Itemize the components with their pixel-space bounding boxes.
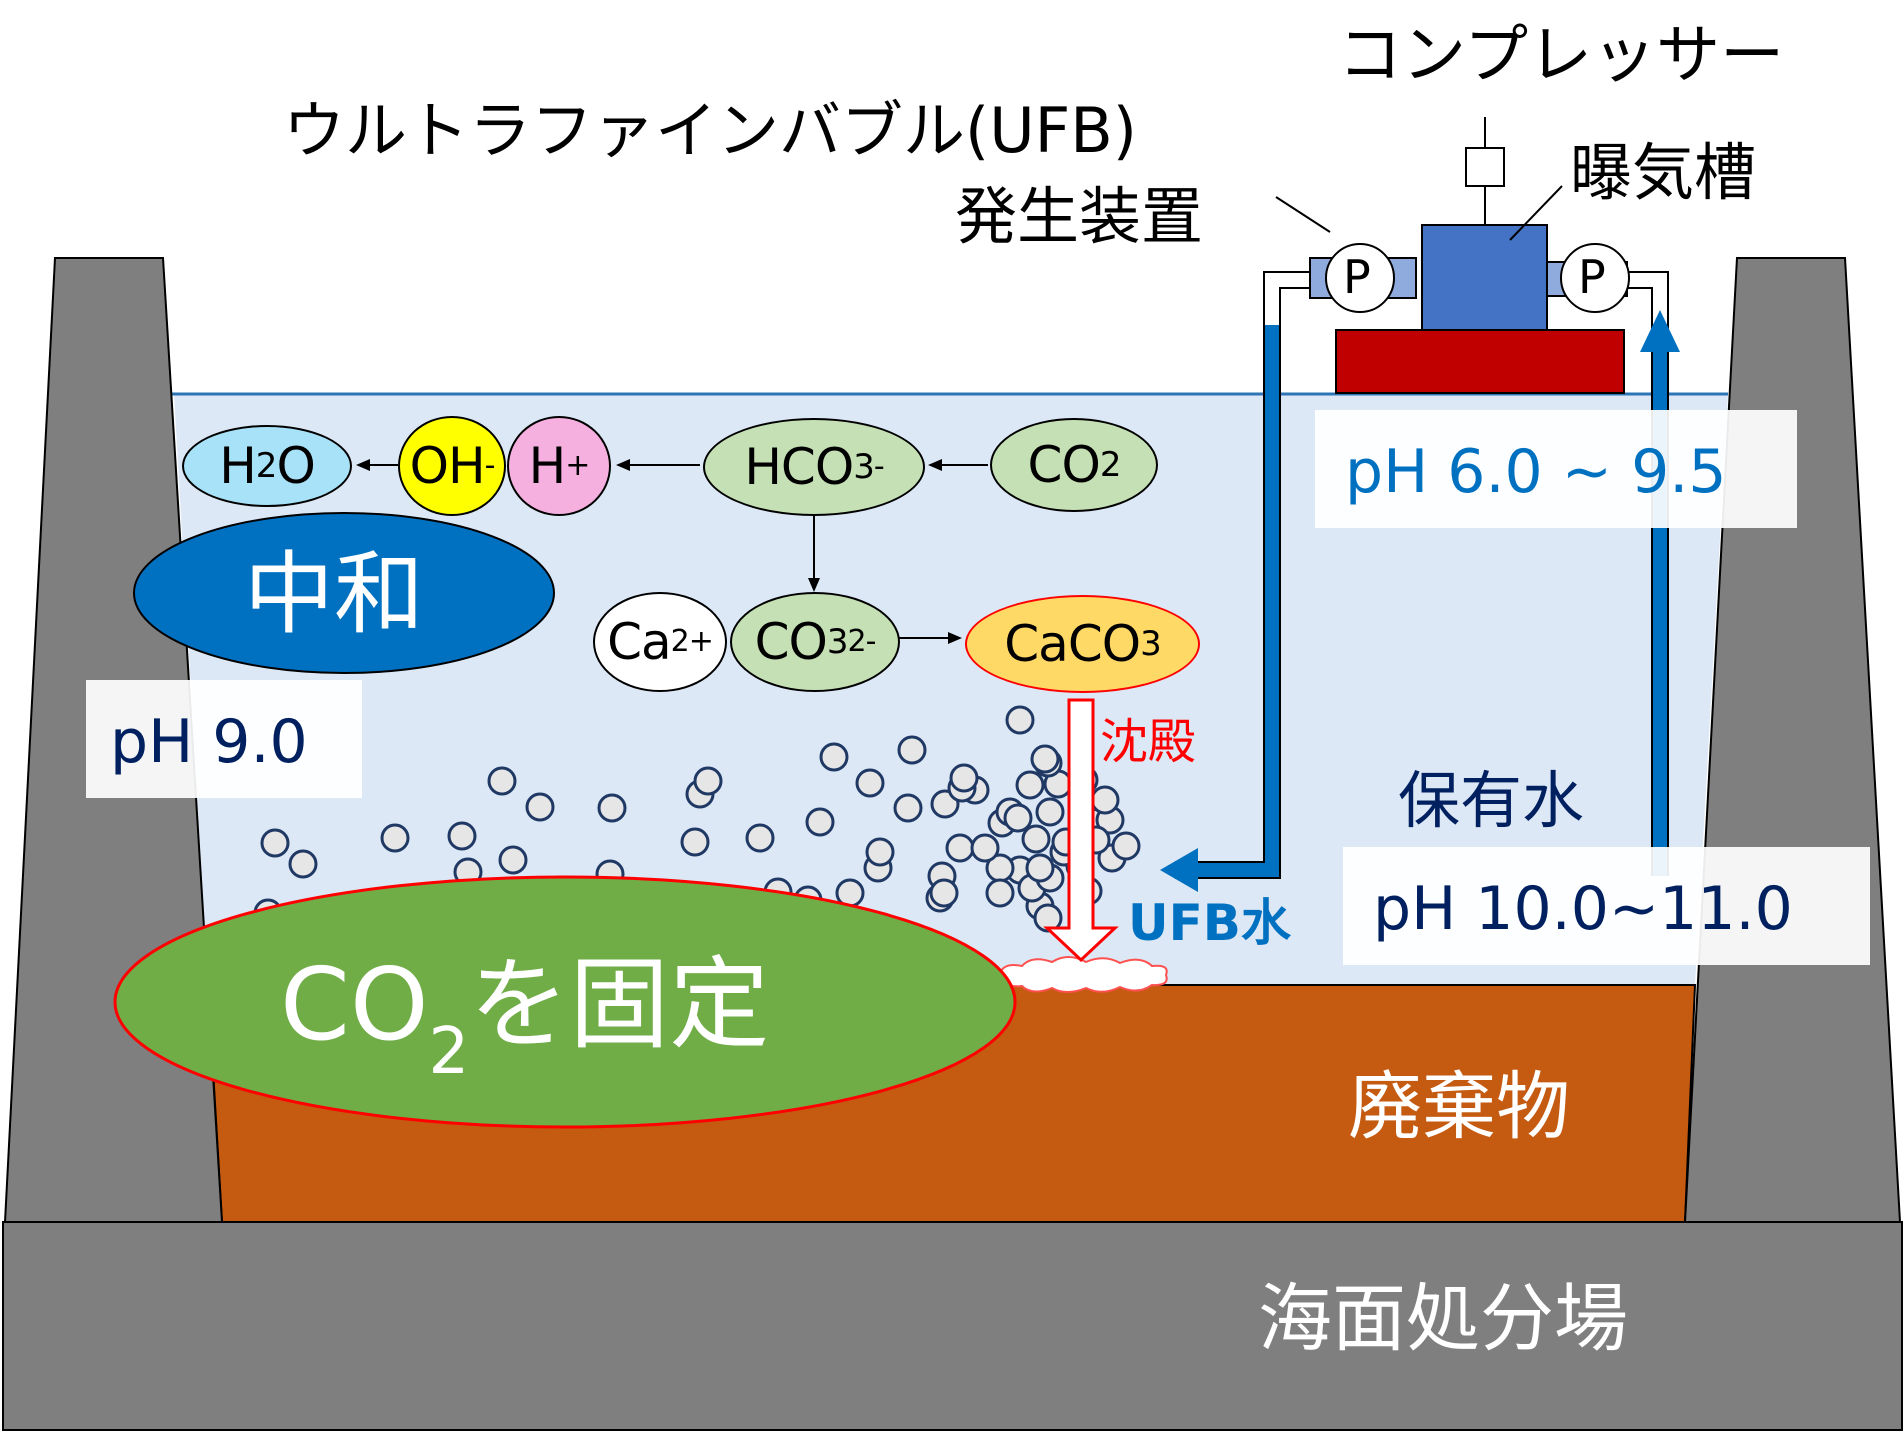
disposal-site-label: 海面処分場	[1258, 1276, 1628, 1362]
ufb-outlet-pipe-top	[1265, 273, 1312, 325]
co2-fixation-label: CO2を固定	[280, 955, 769, 1085]
precipitation-arrow	[1043, 698, 1119, 963]
ufb-bubble	[1090, 785, 1120, 815]
water-body	[174, 394, 1728, 985]
compressor-box	[1465, 147, 1505, 187]
ufb-bubble	[380, 823, 410, 853]
ufb-bubble	[288, 849, 318, 879]
pump-left-label: P	[1343, 250, 1371, 304]
ufb-water-arrowhead	[1160, 848, 1198, 892]
ufb-bubble	[985, 878, 1015, 908]
ufb-bubble	[929, 878, 959, 908]
ufb-bubble	[819, 742, 849, 772]
ufb-bubble	[597, 793, 627, 823]
ufb-bubble	[1003, 803, 1033, 833]
ufb-bubble	[1021, 824, 1051, 854]
ufb-bubble	[1111, 831, 1141, 861]
pump-right-circle	[1560, 243, 1630, 313]
ufb-bubble	[945, 833, 975, 863]
ufb-bubble	[1025, 853, 1055, 883]
ufb-bubble	[525, 792, 555, 822]
ufb-bubble	[1035, 797, 1065, 827]
ufb-bubble	[1030, 744, 1060, 774]
pump-right-label: P	[1578, 250, 1606, 304]
aeration-tank-label: 曝気槽	[1570, 136, 1757, 209]
tray	[1335, 329, 1625, 394]
aeration-leader-line	[1509, 185, 1563, 241]
ion-oh-a: OH	[409, 437, 486, 495]
ion-oh: OH-	[398, 416, 506, 516]
ion-hco3-a: HCO	[744, 438, 854, 496]
compressor-label: コンプレッサー	[1338, 19, 1785, 93]
ion-h2o-b: O	[276, 437, 315, 495]
ufb-device-leader-line	[1275, 196, 1331, 233]
ufb-bubble	[970, 833, 1000, 863]
neutralization-label: 中和	[244, 542, 424, 647]
ufb-bubble	[498, 845, 528, 875]
ion-ca-a: Ca	[607, 613, 672, 671]
ion-co3-a: CO	[754, 613, 828, 671]
ion-h: H+	[507, 416, 611, 516]
ufb-bubble	[893, 793, 923, 823]
ufb-bubble	[897, 735, 927, 765]
ufb-bubble	[1015, 770, 1045, 800]
precipitation-label: 沈殿	[1100, 714, 1197, 770]
reaction-arrows	[356, 459, 988, 644]
retained-water-label: 保有水	[1398, 764, 1585, 837]
ufb-bubble	[260, 828, 290, 858]
ion-h2o-a: H	[219, 437, 257, 495]
ufb-water-label: UFB水	[1128, 894, 1291, 952]
ufb-bubble	[805, 807, 835, 837]
co2-fixation-sub: 2	[428, 1015, 470, 1089]
ph-retained-label: pH 10.0~11.0	[1373, 874, 1793, 944]
co2-fixation-tail: を固定	[469, 946, 770, 1063]
neutralization-ellipse	[133, 512, 555, 674]
disposal-base	[2, 1221, 1903, 1431]
ufb-bubble	[745, 823, 775, 853]
ufb-device-label-line1: ウルトラファインバブル(UFB)	[283, 94, 1137, 167]
ion-co2-a: CO	[1027, 436, 1101, 494]
ufb-outlet-pipe	[1190, 325, 1279, 877]
aeration-tank	[1421, 224, 1548, 331]
intake-arrowhead	[1640, 310, 1680, 352]
ufb-bubble	[680, 827, 710, 857]
ph-circulation-box: pH 6.0 ~ 9.5	[1315, 410, 1797, 528]
ufb-bubble	[1005, 705, 1035, 735]
ion-caco3-a: CaCO	[1004, 615, 1141, 673]
ph-left-box: pH 9.0	[86, 680, 362, 798]
ph-circulation-label: pH 6.0 ~ 9.5	[1345, 437, 1727, 507]
ph-retained-box: pH 10.0~11.0	[1343, 847, 1870, 965]
ufb-device-label-line2: 発生装置	[955, 180, 1204, 253]
ion-h-a: H	[528, 437, 567, 495]
co2-fixation-ellipse	[113, 875, 1017, 1129]
ufb-bubble	[447, 821, 477, 851]
ufb-bubble	[693, 766, 723, 796]
pump-left-circle	[1325, 243, 1395, 313]
co2-fixation-main: CO	[280, 946, 429, 1063]
ufb-bubble	[487, 766, 517, 796]
ufb-bubble	[855, 768, 885, 798]
ph-left-label: pH 9.0	[110, 707, 308, 777]
waste-label: 廃棄物	[1348, 1064, 1570, 1150]
ufb-bubble	[865, 837, 895, 867]
ufb-bubble	[949, 763, 979, 793]
precipitate-cloud	[998, 956, 1168, 993]
